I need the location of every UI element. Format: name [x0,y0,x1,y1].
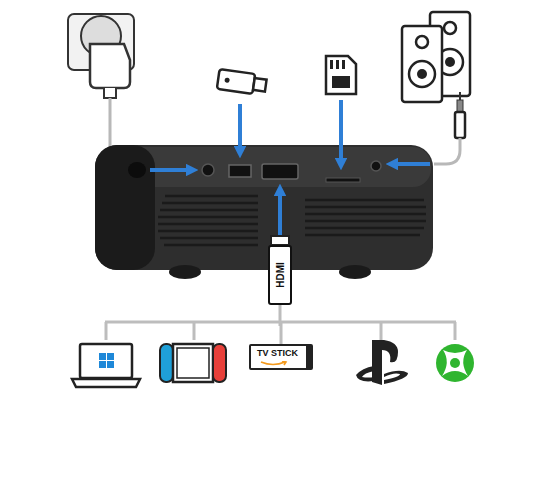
laptop-icon [72,344,140,387]
game-console-icon [160,344,226,382]
node-label: TV STICK [257,349,298,359]
blue-arrow [150,100,430,236]
hdmi-plug: HDMI [268,245,292,305]
audio-cable [434,138,460,164]
audio-jack-icon [455,92,465,138]
playstation-logo [356,340,408,385]
tv-stick: TV STICK [249,344,313,370]
power-plug-icon [68,14,134,98]
xbox-logo [436,344,474,382]
hdmi-connector-tip [271,236,289,245]
smile-logo [259,361,289,367]
projector-body [95,145,433,279]
sd-card-icon [326,56,356,94]
node-label: HDMI [275,262,286,288]
usb-stick-icon [217,69,267,95]
cable-connector [280,305,281,344]
speaker-icon [402,12,470,102]
